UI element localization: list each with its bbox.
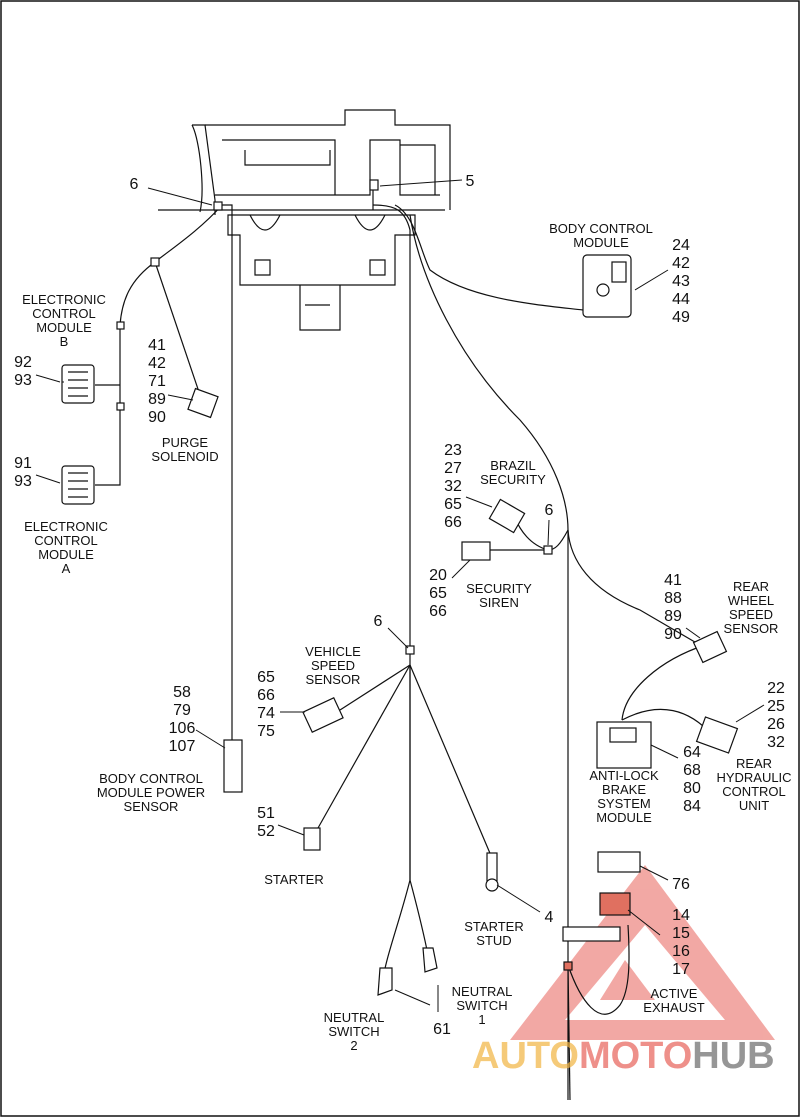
neutral-switch-2-terminal bbox=[377, 967, 393, 996]
ecm-a-connector bbox=[61, 465, 95, 505]
connectors bbox=[61, 254, 739, 996]
callout-neutral: 61 bbox=[433, 1021, 451, 1038]
ecm-b-connector bbox=[61, 364, 95, 404]
callout-ground-center: 6 bbox=[374, 613, 383, 630]
rear-hcu-connector bbox=[695, 716, 739, 754]
callout-active-exhaust-a: 76 bbox=[672, 876, 690, 893]
security-siren-connector bbox=[461, 541, 491, 561]
callout-ground-top: 5 bbox=[466, 173, 475, 190]
active-exhaust-cap bbox=[597, 851, 641, 873]
svg-text:AUTOMOTOHUB: AUTOMOTOHUB bbox=[472, 1035, 775, 1077]
bcm-power-sensor-connector bbox=[223, 739, 243, 793]
brazil-security-connector bbox=[488, 498, 526, 534]
automotohub-wordmark: AUTOMOTOHUB bbox=[472, 1035, 775, 1077]
leader-lines bbox=[35, 179, 765, 1012]
active-exhaust-connector bbox=[599, 892, 631, 916]
active-exhaust-bracket bbox=[562, 926, 621, 942]
neutral-switch-1-terminal bbox=[422, 947, 438, 973]
callout-ground-brazil: 6 bbox=[545, 502, 554, 519]
purge-solenoid-connector bbox=[187, 387, 219, 419]
wm-auto: AUTO bbox=[472, 1035, 579, 1077]
starter-connector bbox=[303, 827, 321, 851]
vss-connector bbox=[302, 697, 344, 733]
ground-points bbox=[116, 179, 553, 655]
rear-wheel-speed-connector bbox=[692, 630, 728, 664]
callout-starter-stud: 4 bbox=[545, 909, 554, 926]
starter-stud-terminal bbox=[486, 852, 498, 882]
harness-wires bbox=[95, 190, 713, 1101]
wm-hub: HUB bbox=[692, 1035, 774, 1077]
wm-moto: MOTO bbox=[579, 1035, 692, 1077]
callout-ground-left: 6 bbox=[130, 176, 139, 193]
starter-label: STARTER bbox=[264, 872, 323, 887]
